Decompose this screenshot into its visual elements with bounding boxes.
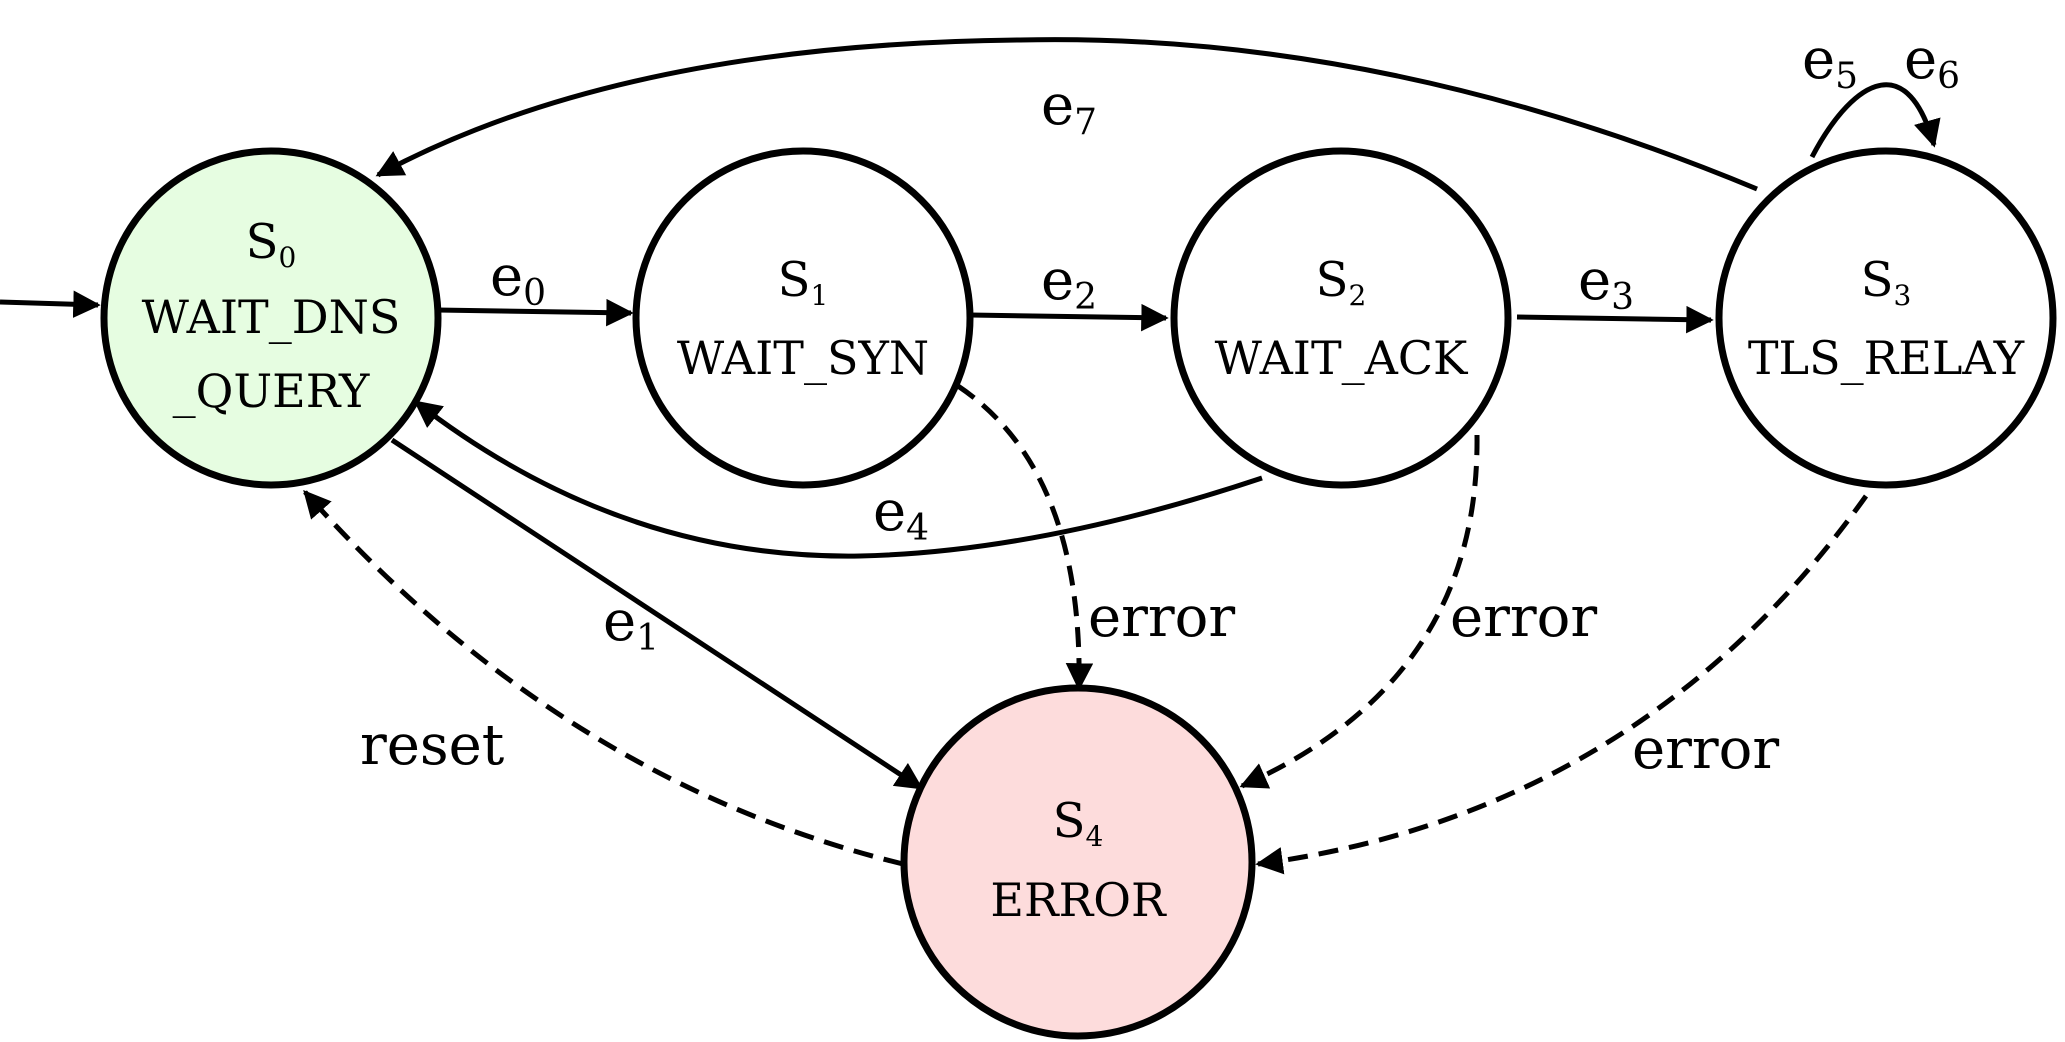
state-s3[interactable]: S3 TLS_RELAY	[1715, 147, 2057, 489]
state-s0-name-line2: _QUERY	[173, 364, 370, 418]
transition-labels: e0 e1 e2 e3 e4 e5 e6 e7 error error erro…	[360, 27, 1960, 782]
label-e2: e2	[1041, 248, 1097, 318]
label-e5: e5	[1802, 27, 1858, 97]
initial-arrow	[0, 290, 101, 318]
state-s1-name: WAIT_SYN	[677, 331, 929, 385]
transition-e3	[1516, 305, 1714, 334]
state-s2-name: WAIT_ACK	[1215, 331, 1469, 385]
state-s2-circle	[1170, 147, 1512, 489]
transition-e1	[390, 437, 924, 791]
transition-reset	[303, 489, 904, 867]
transition-error-s3	[1255, 494, 1869, 875]
state-s1-id: S1	[778, 252, 829, 312]
label-e6: e6	[1904, 27, 1960, 97]
state-s4-circle	[900, 684, 1256, 1040]
transition-error-s1	[956, 383, 1094, 691]
state-s4[interactable]: S4 ERROR	[900, 684, 1256, 1040]
transition-e2	[969, 303, 1169, 332]
label-e1: e1	[603, 589, 659, 659]
state-s0-name-line1: WAIT_DNS	[142, 290, 401, 344]
label-e7: e7	[1041, 73, 1097, 143]
state-s4-id: S4	[1053, 793, 1104, 853]
transition-e7	[375, 37, 1758, 192]
state-s0-id: S0	[246, 214, 297, 274]
state-s4-name: ERROR	[990, 873, 1167, 927]
label-e3: e3	[1578, 248, 1634, 318]
label-reset: reset	[360, 713, 505, 778]
label-error-s3: error	[1632, 717, 1779, 782]
state-s2-id: S2	[1316, 252, 1367, 312]
state-s0[interactable]: S0 WAIT_DNS _QUERY	[100, 147, 442, 489]
state-s3-id: S3	[1861, 252, 1912, 312]
transition-e4	[413, 400, 1263, 559]
transition-e5-e6-self-loop	[1809, 82, 1941, 159]
label-error-s1: error	[1088, 585, 1235, 650]
state-s3-name: TLS_RELAY	[1748, 331, 2025, 385]
states: S0 WAIT_DNS _QUERY S1 WAIT_SYN S2 WAIT_A…	[100, 147, 2057, 1040]
state-s3-circle	[1715, 147, 2057, 489]
transition-e0	[436, 298, 634, 327]
state-s0-circle	[100, 147, 442, 489]
state-s2[interactable]: S2 WAIT_ACK	[1170, 147, 1512, 489]
label-error-s2: error	[1450, 585, 1597, 650]
state-s1-circle	[632, 147, 974, 489]
label-e0: e0	[490, 244, 546, 314]
state-s1[interactable]: S1 WAIT_SYN	[632, 147, 974, 489]
transition-error-s2	[1239, 434, 1480, 789]
transitions	[0, 37, 1941, 875]
label-e4: e4	[873, 479, 929, 549]
